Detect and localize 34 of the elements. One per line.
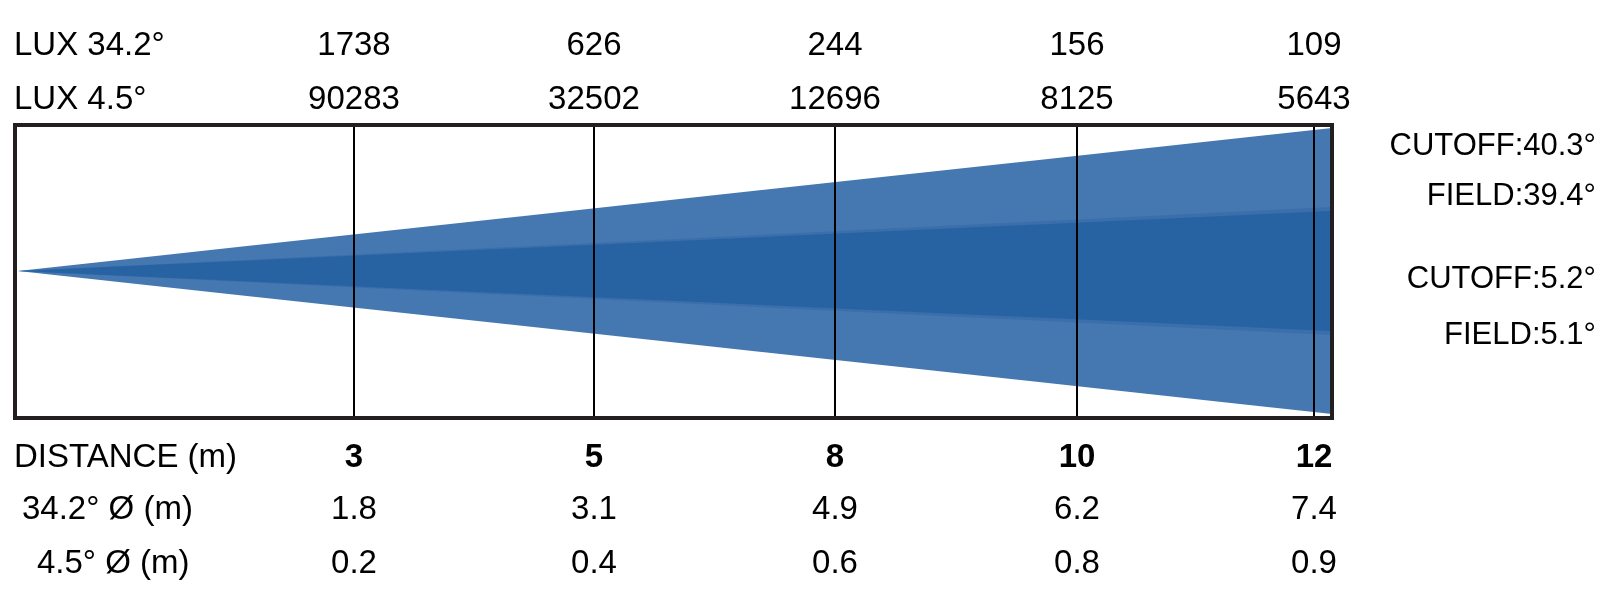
row-header: 4.5° Ø (m) <box>37 544 190 578</box>
angle-label: FIELD:39.4° <box>1426 178 1596 210</box>
table-value: 244 <box>807 26 863 60</box>
row-header: LUX 4.5° <box>14 80 147 114</box>
distance-value: 5 <box>584 438 604 472</box>
table-value: 1.8 <box>331 490 377 524</box>
distance-value: 8 <box>825 438 845 472</box>
row-header: LUX 34.2° <box>14 26 165 60</box>
table-value: 0.2 <box>331 544 377 578</box>
table-value: 0.6 <box>812 544 858 578</box>
table-value: 8125 <box>1040 80 1114 114</box>
table-value: 32502 <box>548 80 640 114</box>
row-header: DISTANCE (m) <box>14 438 238 472</box>
table-value: 0.4 <box>571 544 617 578</box>
distance-value: 3 <box>344 438 364 472</box>
table-value: 7.4 <box>1291 490 1337 524</box>
table-value: 0.9 <box>1291 544 1337 578</box>
row-header: 34.2° Ø (m) <box>22 490 193 524</box>
table-value: 5643 <box>1277 80 1351 114</box>
angle-label: FIELD:5.1° <box>1444 317 1596 349</box>
table-value: 90283 <box>308 80 400 114</box>
table-value: 0.8 <box>1054 544 1100 578</box>
table-value: 3.1 <box>571 490 617 524</box>
table-value: 1738 <box>317 26 391 60</box>
distance-value: 10 <box>1058 438 1096 472</box>
table-value: 12696 <box>789 80 881 114</box>
table-value: 109 <box>1286 26 1342 60</box>
angle-label: CUTOFF:40.3° <box>1389 128 1596 160</box>
table-value: 156 <box>1049 26 1105 60</box>
table-value: 6.2 <box>1054 490 1100 524</box>
angle-label: CUTOFF:5.2° <box>1406 261 1596 293</box>
table-value: 626 <box>566 26 622 60</box>
distance-value: 12 <box>1295 438 1333 472</box>
table-value: 4.9 <box>812 490 858 524</box>
